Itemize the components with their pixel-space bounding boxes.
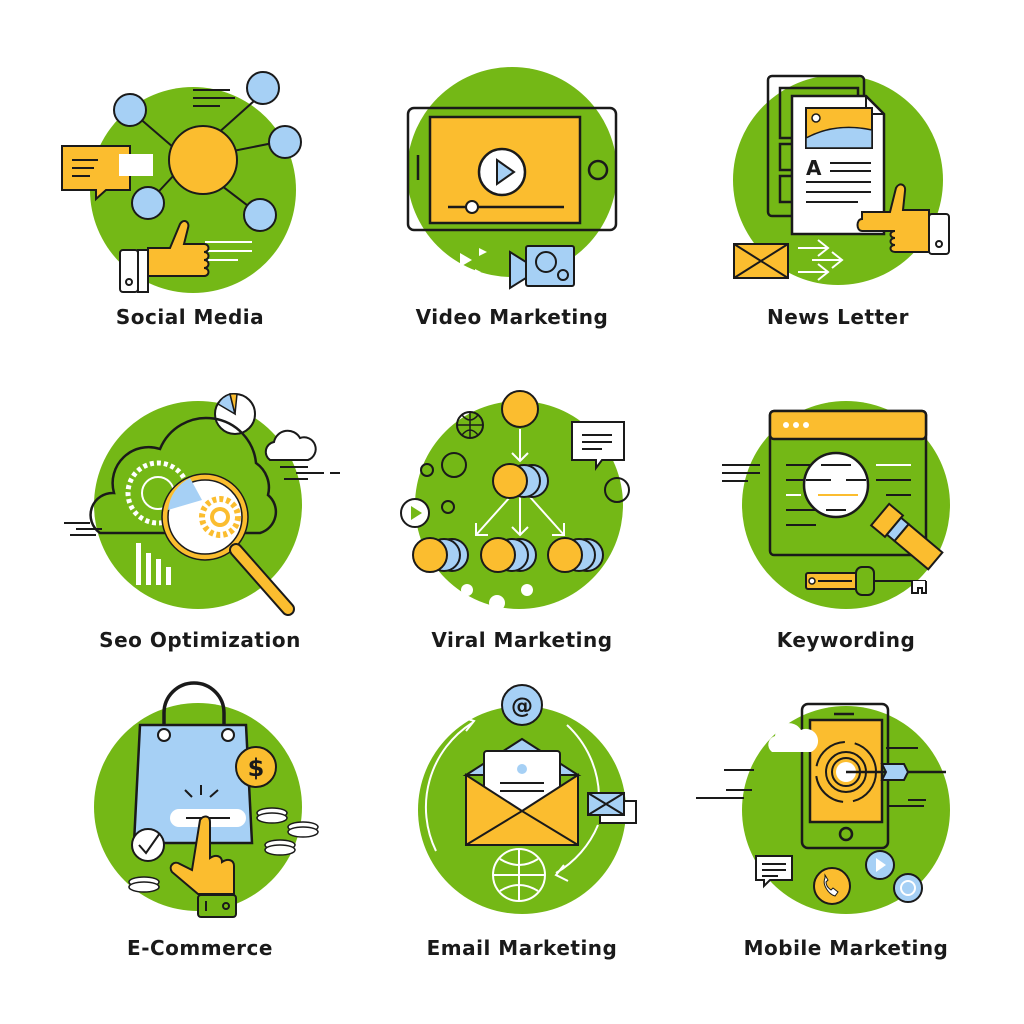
video-player-icon [406, 67, 618, 290]
tile-news-letter: A News Letter [678, 60, 998, 380]
viral-spread-icon [400, 390, 630, 611]
tile-email-marketing: @ Email Marketing [362, 684, 682, 1005]
tile-label: Keywording [776, 628, 916, 652]
tile-label: News Letter [766, 305, 909, 329]
tile-social-media: Social Media [30, 60, 350, 380]
tile-viral-marketing: Viral Marketing [362, 385, 682, 705]
tile-label: E-Commerce [127, 936, 273, 960]
tile-seo-optimization: Seo Optimization [40, 385, 360, 705]
at-glyph: @ [511, 694, 533, 719]
tile-label: Email Marketing [426, 936, 618, 960]
tile-label: Mobile Marketing [743, 936, 949, 960]
tile-label: Video Marketing [415, 305, 609, 329]
tile-label: Seo Optimization [99, 628, 301, 652]
tile-mobile-marketing: Mobile Marketing [686, 690, 1006, 1010]
tile-label: Social Media [115, 305, 265, 329]
letter-a-glyph: A [806, 156, 822, 180]
dollar-glyph: $ [248, 754, 265, 782]
shopping-bag-icon: $ [94, 681, 319, 918]
browser-search-icon [722, 401, 950, 609]
magnifier-gears-icon [64, 392, 340, 616]
tile-video-marketing: Video Marketing [352, 60, 672, 380]
envelope-icon: @ [418, 684, 637, 914]
tile-label: Viral Marketing [431, 628, 613, 652]
network-nodes-icon [61, 71, 302, 293]
tile-keywording: Keywording [686, 385, 1006, 705]
newsletter-document-icon: A [733, 74, 950, 285]
tile-e-commerce: $ E-Commerce [40, 681, 360, 1005]
mobile-target-icon [696, 702, 950, 914]
